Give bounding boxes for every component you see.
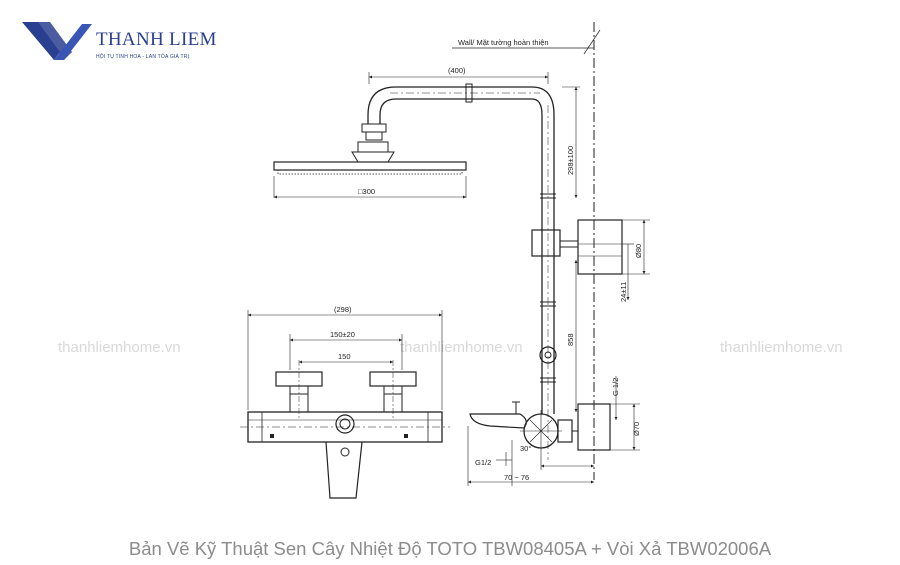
bracket-diameter-label: Ø80 [634,244,643,258]
valve-diameter-label: Ø70 [632,422,641,436]
thread-bottom-label: G1/2 [475,458,491,467]
riser-height-label: 298±100 [566,146,575,175]
wall-label: Wall/ Mặt tường hoàn thiện [458,38,549,47]
bracket-offset-label: 24±11 [619,282,628,302]
center-distance-label: 70 ~ 76 [504,473,529,482]
watermark-left: thanhliemhome.vn [58,339,181,356]
brand-name: THANH LIEM [96,29,217,50]
inlet-range-label: 150±20 [330,330,355,339]
arm-length-label: (400) [448,66,466,75]
brand-logo: THANH LIEM HỘI TỤ TINH HOA - LAN TỎA GIÁ… [20,18,240,66]
watermark-right: thanhliemhome.vn [720,339,843,356]
angle-label: 30° [520,444,531,453]
lower-height-label: 858 [566,333,575,346]
watermark-center: thanhliemhome.vn [400,339,523,356]
logo-mark-icon [22,22,92,60]
drawing-caption: Bản Vẽ Kỹ Thuật Sen Cây Nhiệt Độ TOTO TB… [128,538,772,559]
inlet-center-label: 150 [338,352,351,361]
head-size-label: □300 [358,187,375,196]
body-width-label: (298) [334,305,352,314]
brand-tagline: HỘI TỤ TINH HOA - LAN TỎA GIÁ TRỊ [96,54,190,60]
thread-top-label: G 1/2 [611,378,620,396]
